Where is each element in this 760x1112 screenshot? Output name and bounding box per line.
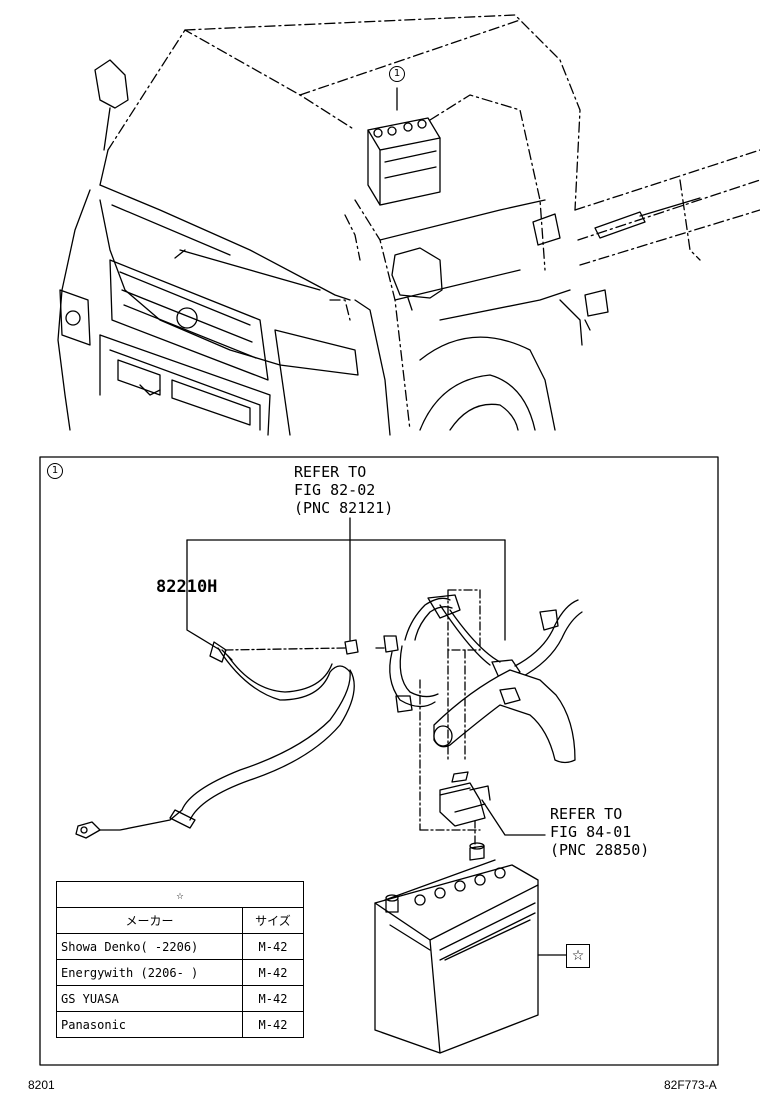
table-row: Energywith (2206- ) M-42 <box>56 959 304 986</box>
maker-cell: Energywith (2206- ) <box>56 959 243 986</box>
size-cell: M-42 <box>242 1011 304 1038</box>
refer-fig-label-2[interactable]: FIG 84-01 <box>550 823 632 841</box>
col-maker-header: メーカー <box>56 907 243 934</box>
refer-to-label-1: REFER TO <box>294 463 367 481</box>
maker-cell: Panasonic <box>56 1011 243 1038</box>
callout-detail: 1 <box>47 463 63 479</box>
refer-pnc-label-1[interactable]: (PNC 82121) <box>294 499 394 517</box>
footer-figure-number: 8201 <box>28 1078 55 1092</box>
battery <box>374 842 539 1054</box>
size-cell: M-42 <box>242 959 304 986</box>
battery-spec-table: ☆ メーカー サイズ Showa Denko( -2206) M-42 Ener… <box>56 881 304 1038</box>
part-number-label[interactable]: 82210H <box>156 577 218 597</box>
detail-frame <box>39 456 719 1066</box>
maker-cell: Showa Denko( -2206) <box>56 933 243 960</box>
battery-location-icon <box>367 87 441 206</box>
maker-cell: GS YUASA <box>56 985 243 1012</box>
size-cell: M-42 <box>242 985 304 1012</box>
refer-fig-label-1[interactable]: FIG 82-02 <box>294 481 376 499</box>
terminal-block <box>439 771 491 827</box>
table-row: Panasonic M-42 <box>56 1011 304 1038</box>
negative-cable <box>75 641 355 839</box>
table-row: GS YUASA M-42 <box>56 985 304 1012</box>
refer-to-label-2: REFER TO <box>550 805 623 823</box>
size-cell: M-42 <box>242 933 304 960</box>
callout-main: 1 <box>389 66 405 82</box>
refer-pnc-label-2[interactable]: (PNC 28850) <box>550 841 650 859</box>
table-row: Showa Denko( -2206) M-42 <box>56 933 304 960</box>
battery-star-marker: ☆ <box>566 944 590 968</box>
footer-illustration-id: 82F773-A <box>664 1078 717 1092</box>
positive-cable <box>375 594 583 764</box>
truck-illustration <box>57 14 760 436</box>
table-star-header: ☆ <box>56 881 304 908</box>
col-size-header: サイズ <box>242 907 304 934</box>
